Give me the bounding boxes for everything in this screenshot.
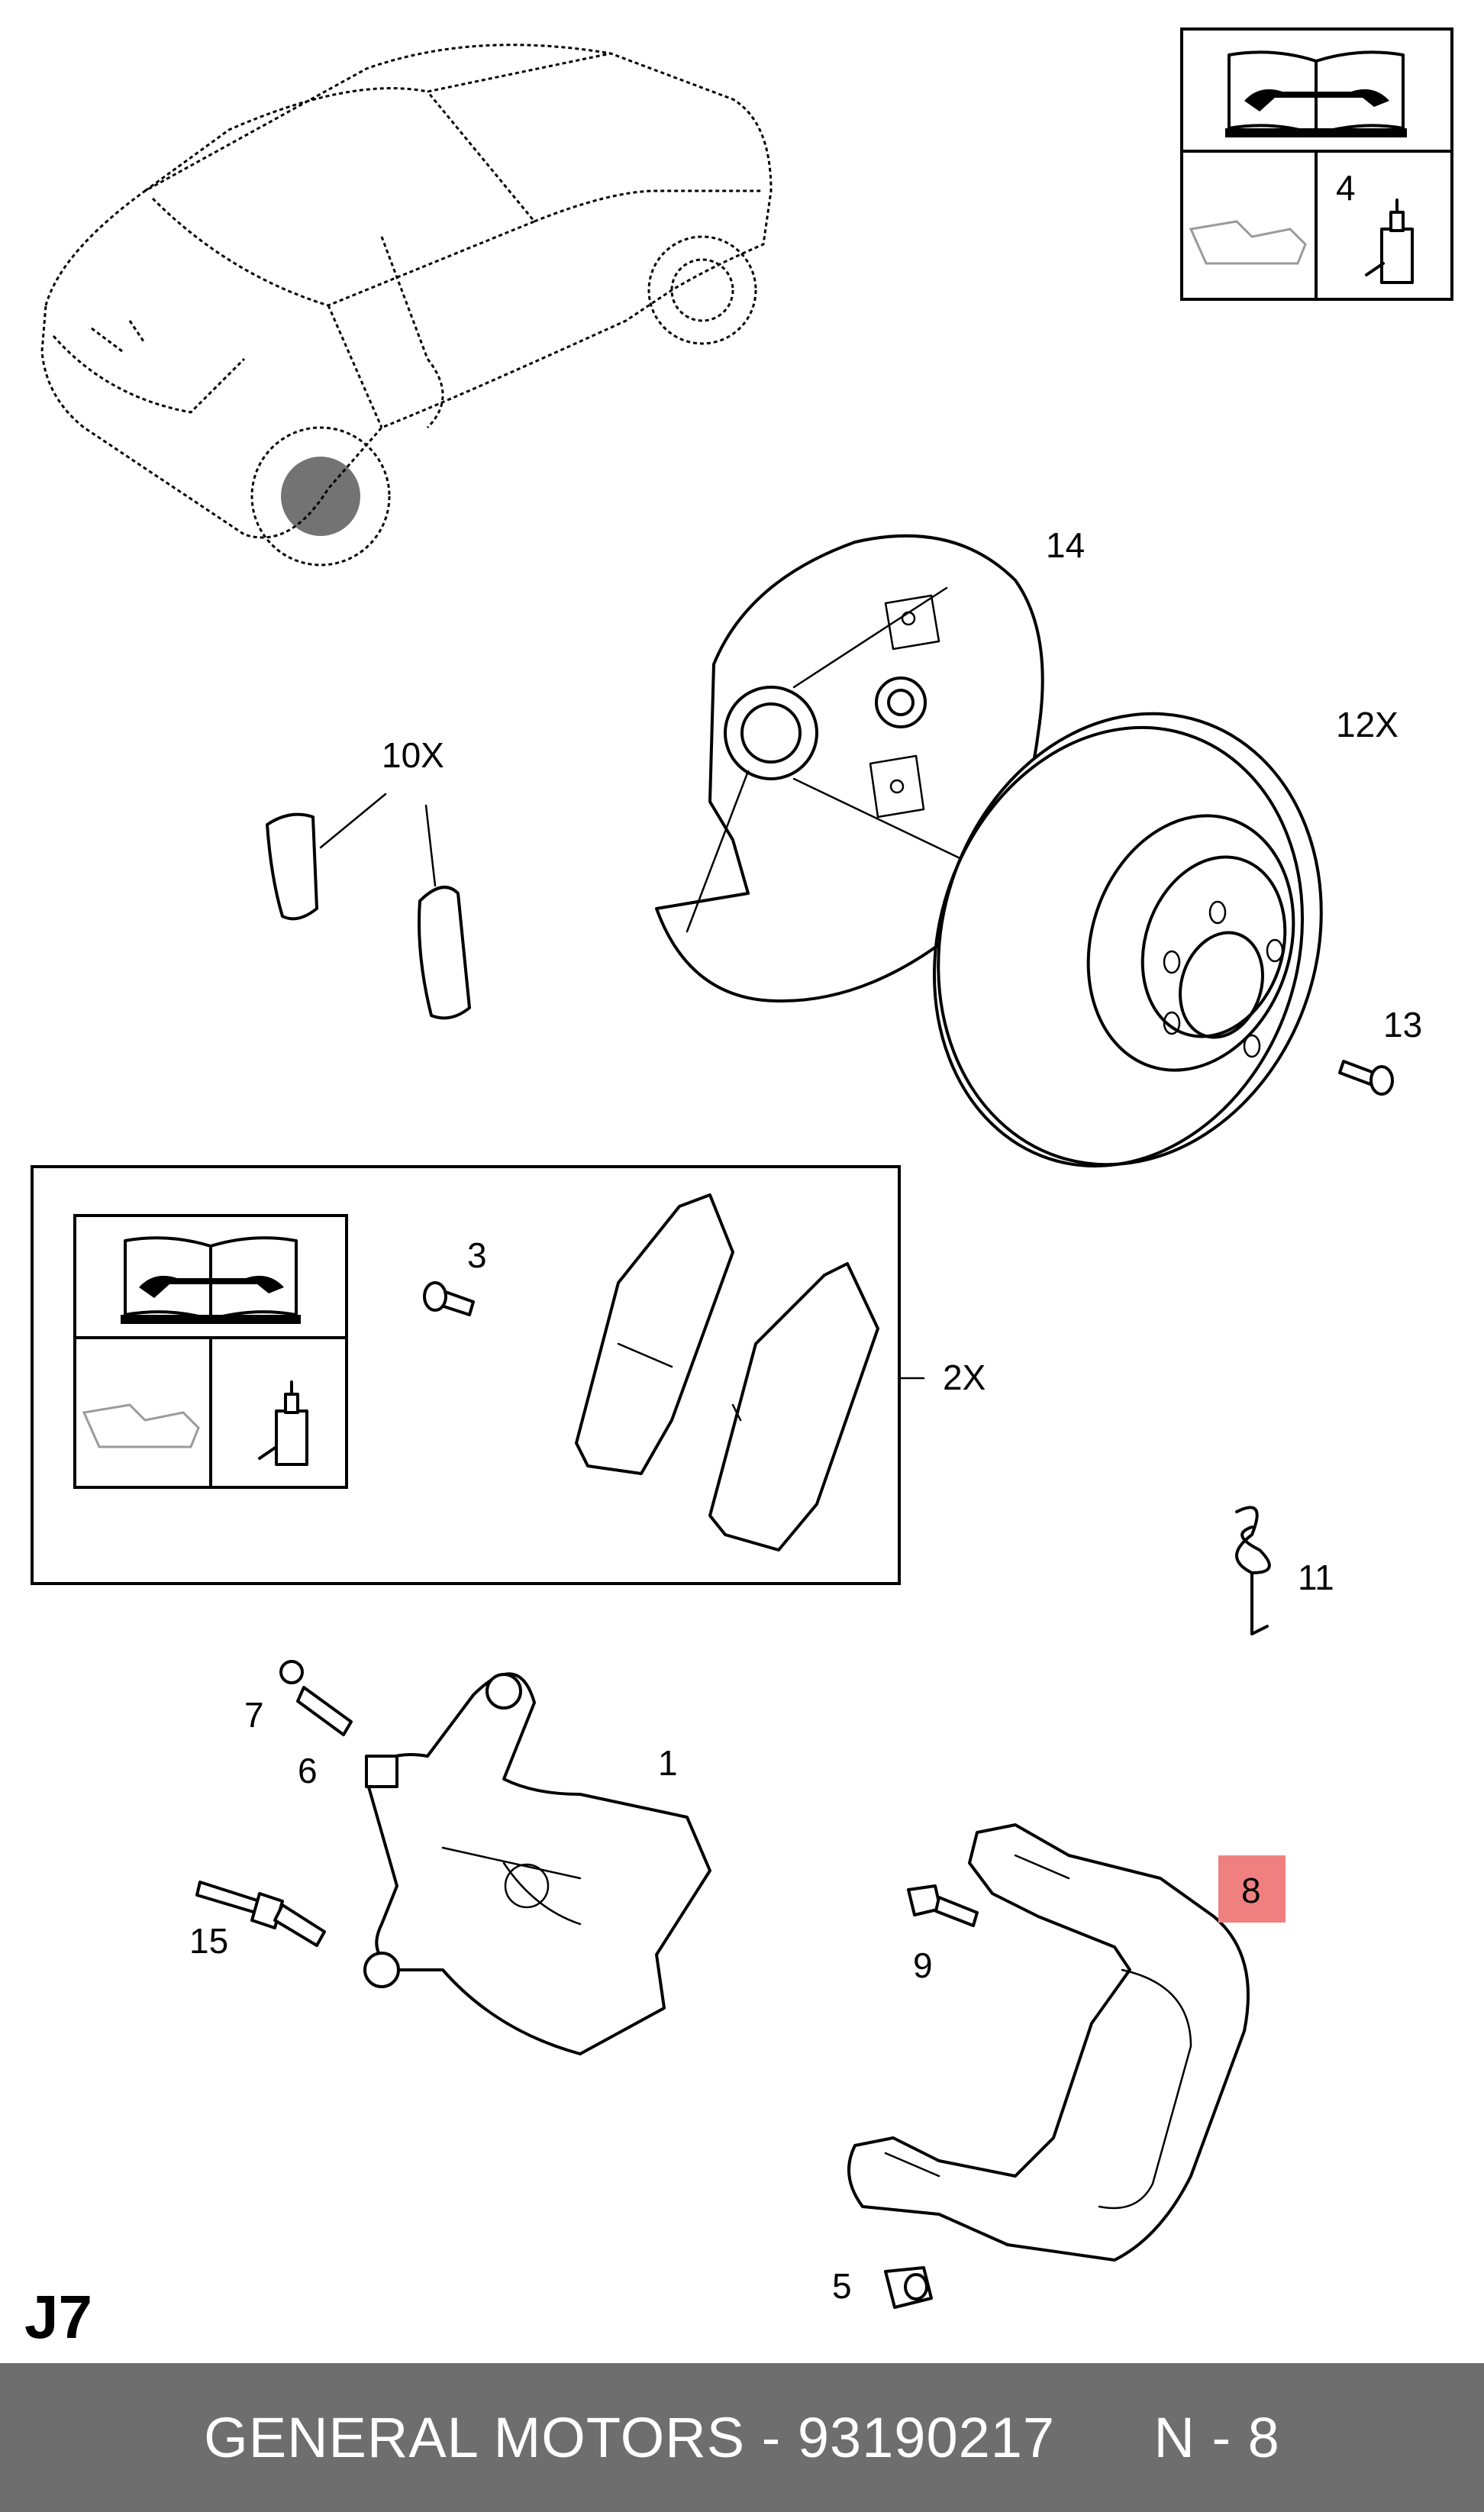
carrier-bolt: 9 [907, 1884, 979, 1985]
callout-4: 4 [1336, 168, 1356, 208]
callout-10x: 10X [382, 735, 444, 775]
bleeder-screw: 6 [296, 1686, 353, 1790]
threadlock-bottle-icon [1365, 199, 1414, 284]
brake-caliper: 1 [363, 1672, 711, 2055]
footer-part-text: GENERAL MOTORS - 93190217 [204, 2406, 1056, 2469]
callout-7: 7 [244, 1695, 264, 1735]
brake-parts-diagram: 4 14 12X 13 10X [24, 27, 1453, 2351]
manual-wrench-icon [121, 1236, 301, 1324]
footer-spacer [1055, 2405, 1153, 2470]
callout-15: 15 [189, 1921, 228, 1961]
sheet-code: J7 [24, 2283, 92, 2351]
vehicle-silhouette [40, 44, 773, 567]
callout-13: 13 [1383, 1005, 1422, 1045]
threadlock-bottle-icon [258, 1380, 308, 1466]
wear-indicator-clips: 10X [266, 735, 471, 1020]
callout-12x: 12X [1336, 705, 1399, 744]
pad-screw: 3 [423, 1235, 487, 1316]
callout-14: 14 [1046, 525, 1085, 565]
disc-screw: 13 [1338, 1005, 1422, 1096]
bleeder-cap: 7 [244, 1660, 304, 1735]
footer-ref-text: N - 8 [1153, 2406, 1280, 2469]
callout-8: 8 [1241, 1871, 1261, 1910]
highlight-box-8 [1218, 1855, 1286, 1923]
oil-can-icon [1189, 220, 1307, 265]
callout-9: 9 [913, 1945, 933, 1985]
brake-pad-kit-box: 3 2X [31, 1165, 986, 1585]
callout-11: 11 [1298, 1558, 1334, 1597]
brake-disc: 12X [932, 705, 1399, 1168]
callout-5: 5 [832, 2266, 852, 2306]
callout-2x: 2X [943, 1358, 986, 1397]
brake-backing-plate: 14 [655, 525, 1085, 1003]
manual-wrench-icon [1225, 50, 1407, 137]
caliper-carrier: 8 [847, 1823, 1286, 2262]
callout-1: 1 [658, 1743, 678, 1783]
retaining-spring: 11 [1235, 1506, 1334, 1635]
brake-pads: 2X [575, 1193, 986, 1551]
guide-bolt: 15 [189, 1881, 326, 1961]
footer-bar: GENERAL MOTORS - 93190217 N - 8 [0, 2363, 1484, 2512]
callout-6: 6 [298, 1751, 318, 1790]
callout-3: 3 [467, 1235, 487, 1275]
top-symbol-box: 4 [1180, 27, 1453, 301]
carrier-nut: 5 [832, 2266, 933, 2309]
oil-can-icon [82, 1403, 200, 1448]
